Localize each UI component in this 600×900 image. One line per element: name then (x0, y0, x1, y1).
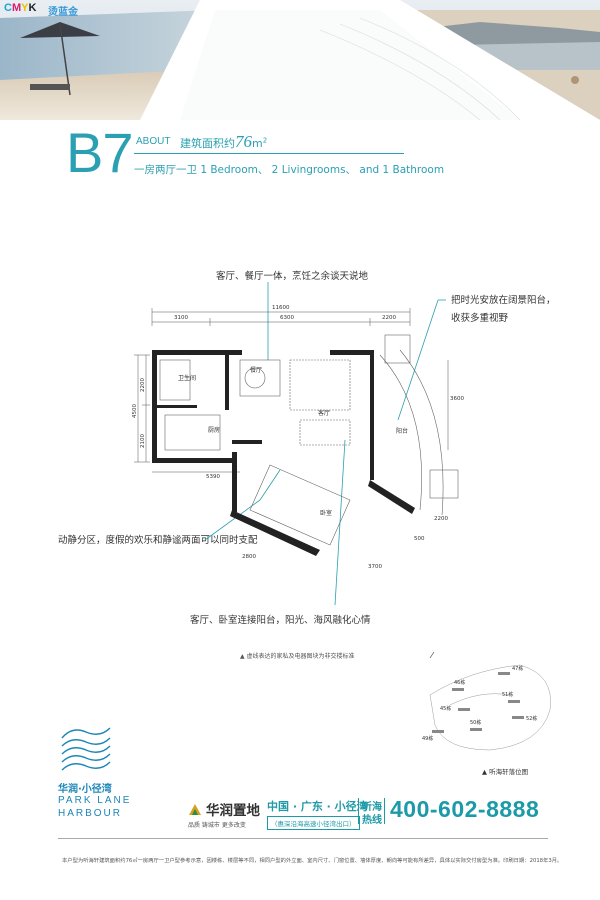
room-living: 客厅 (318, 409, 330, 417)
dim-bottom1: 5390 (206, 474, 220, 480)
site-label-47: 47栋 (512, 665, 523, 672)
area-sup: 2 (262, 136, 268, 145)
area-value: 76 (235, 132, 252, 151)
project-location: 中国 · 广东 · 小径湾 (267, 800, 368, 813)
cmyk-k: K (28, 2, 37, 14)
note-zoning: 动静分区，度假的欢乐和静谧两面可以同时支配 (58, 535, 258, 546)
area-unit: m (252, 137, 263, 150)
site-label-51: 51栋 (502, 691, 513, 698)
room-balcony: 阳台 (396, 427, 408, 435)
site-label-49: 49栋 (422, 735, 433, 742)
note-bedroom-balcony: 客厅、卧室连接阳台，阳光、海风融化心情 (190, 615, 371, 626)
note-balcony-line1: 把时光安放在阔景阳台， (451, 295, 556, 306)
dim-h1: 2200 (140, 378, 146, 392)
unit-code: B7 (66, 121, 133, 184)
dim-w3: 2200 (382, 315, 396, 321)
site-map-caption: ▲ 听海轩落位图 (482, 768, 529, 776)
site-label-50: 50栋 (470, 719, 481, 726)
cmyk-mark: CMYK (4, 2, 36, 14)
site-label-45: 45栋 (440, 705, 451, 712)
project-name-en-line1: PARK LANE (58, 795, 132, 806)
footer-rule (58, 838, 548, 839)
area-text: 建筑面积约76m2 (180, 132, 267, 152)
disclaimer-text: 本户型为听海轩建筑面积约76㎡一房两厅一卫户型参考示意，因楼栋、楼层等不同，相同… (62, 858, 563, 864)
floorplan: 卫生间 餐厅 客厅 厨房 卧室 阳台 11600 3100 6300 2200 … (130, 300, 490, 600)
cmyk-m: M (11, 2, 22, 14)
dim-w2: 6300 (280, 315, 294, 321)
cmyk-c: C (4, 2, 12, 14)
about-label: ABOUT (136, 136, 171, 147)
print-mark-label: 烫蓝金 (48, 7, 78, 18)
location-subtitle: （惠深沿海高速小径湾出口） (267, 816, 360, 830)
project-name-cn: 华润·小径湾 (58, 784, 112, 795)
developer-name: 华润置地 (206, 803, 260, 819)
cmyk-y: Y (21, 2, 29, 14)
dim-diag3: 500 (414, 536, 425, 542)
dim-diag2: 3700 (368, 564, 382, 570)
room-bath: 卫生间 (178, 374, 196, 382)
dim-w1: 3100 (174, 315, 188, 321)
hotline-divider-right (384, 798, 385, 824)
dim-total-width: 11600 (272, 305, 290, 311)
compass-icon (429, 651, 435, 659)
project-name-en-line2: HARBOUR (58, 808, 123, 819)
dim-right1: 3600 (450, 396, 464, 402)
room-bedroom: 卧室 (320, 509, 332, 517)
developer-logo-icon (188, 801, 202, 815)
note-living-dining: 客厅、餐厅一体，烹饪之余谈天说地 (216, 271, 369, 282)
hotline-phone-number: 400-602-8888 (390, 796, 540, 822)
dim-diag4: 2200 (434, 516, 448, 522)
site-label-52: 52栋 (526, 715, 537, 722)
site-label-46: 46栋 (454, 679, 465, 686)
dim-h-total: 4500 (132, 404, 138, 418)
dim-diag1: 2800 (242, 554, 256, 560)
site-map: 46栋 47栋 45栋 51栋 52栋 49栋 50栋 (410, 650, 560, 760)
developer-slogan: 品质 铸城市 更多改变 (188, 822, 246, 829)
note-furniture-disclaimer: ▲ 虚线表达的家私及电器图块为非交楼标准 (240, 653, 355, 660)
note-balcony-line2: 收获多重视野 (451, 313, 509, 324)
project-logo-icon (58, 720, 114, 774)
title-rule (134, 153, 404, 154)
room-kitchen: 厨房 (208, 426, 220, 434)
area-prefix: 建筑面积约 (180, 137, 235, 150)
dim-h2: 2100 (140, 434, 146, 448)
hotline-divider-left (358, 798, 359, 824)
hotline-label-line2: 热线 (362, 815, 382, 826)
header-photo (0, 0, 600, 120)
room-dining: 餐厅 (250, 366, 262, 374)
layout-description: 一房两厅一卫 1 Bedroom、 2 Livingrooms、 and 1 B… (134, 164, 445, 176)
hotline-label-line1: 听海 (362, 802, 382, 813)
